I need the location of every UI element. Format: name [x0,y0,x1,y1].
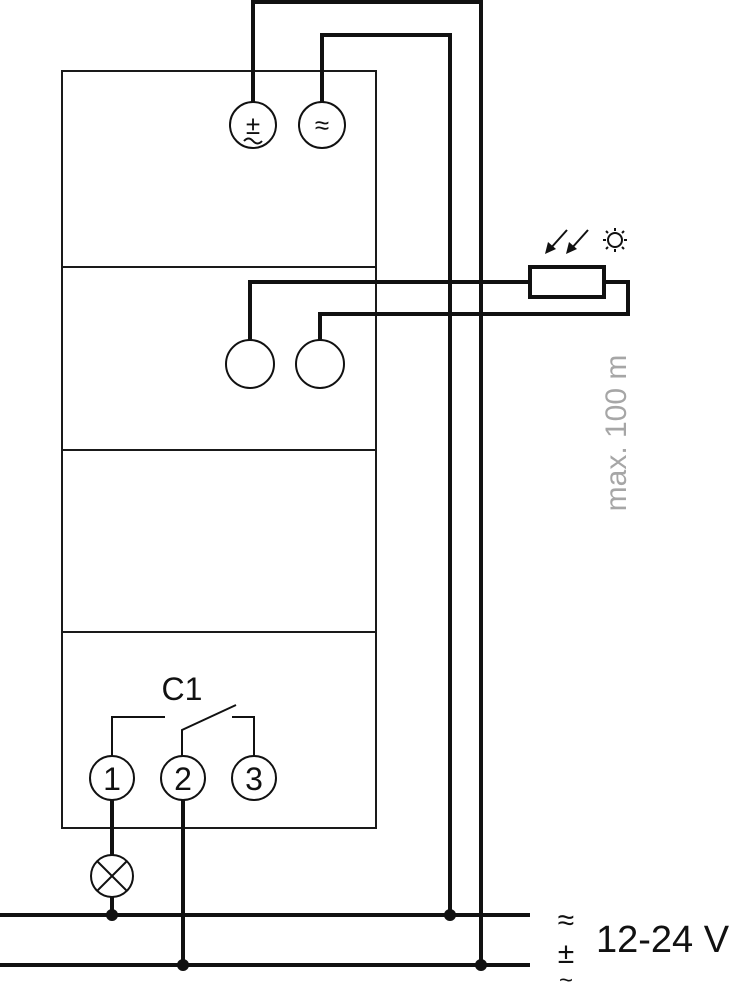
power-terminal-plus: ± [229,101,277,149]
power-terminal-ac-symbol: ≈ [315,110,329,140]
junction-ac [444,909,456,921]
sensor-terminal-1 [225,339,275,389]
relay-contact-3 [232,716,255,756]
lamp-icon [90,854,134,898]
light-arrows-icon [545,229,589,254]
svg-text:3: 3 [245,761,263,797]
junction-common [177,959,189,971]
power-wire-plus [251,0,483,965]
sun-icon [603,228,627,252]
svg-text:2: 2 [174,761,192,797]
svg-text:1: 1 [103,761,121,797]
rail-top-symbol: ≈ [558,904,574,937]
rail-bottom-sub-symbol: ~ [559,967,573,994]
power-terminal-ac: ≈ [298,101,346,149]
supply-voltage-label: 12-24 V [596,919,730,961]
relay-terminal-3: 3 [231,755,277,801]
power-wire-ac [320,33,452,915]
junction-plus [475,959,487,971]
relay-contact-1 [111,716,165,756]
power-terminal-plus-symbol: ± [246,110,260,140]
relay-switch-blade [181,704,237,756]
cable-length-note: max. 100 m [600,355,633,512]
light-sensor [528,265,606,299]
junction-lamp [106,909,118,921]
sensor-terminal-2 [295,339,345,389]
relay-label: C1 [162,671,203,707]
rail-bottom-symbol: ± [558,937,574,970]
relay-terminal-1: 1 [89,755,135,801]
device-housing [61,70,377,829]
sensor-wire-1 [248,280,530,345]
relay-terminal-2: 2 [160,755,206,801]
sensor-wire-2 [318,280,630,345]
